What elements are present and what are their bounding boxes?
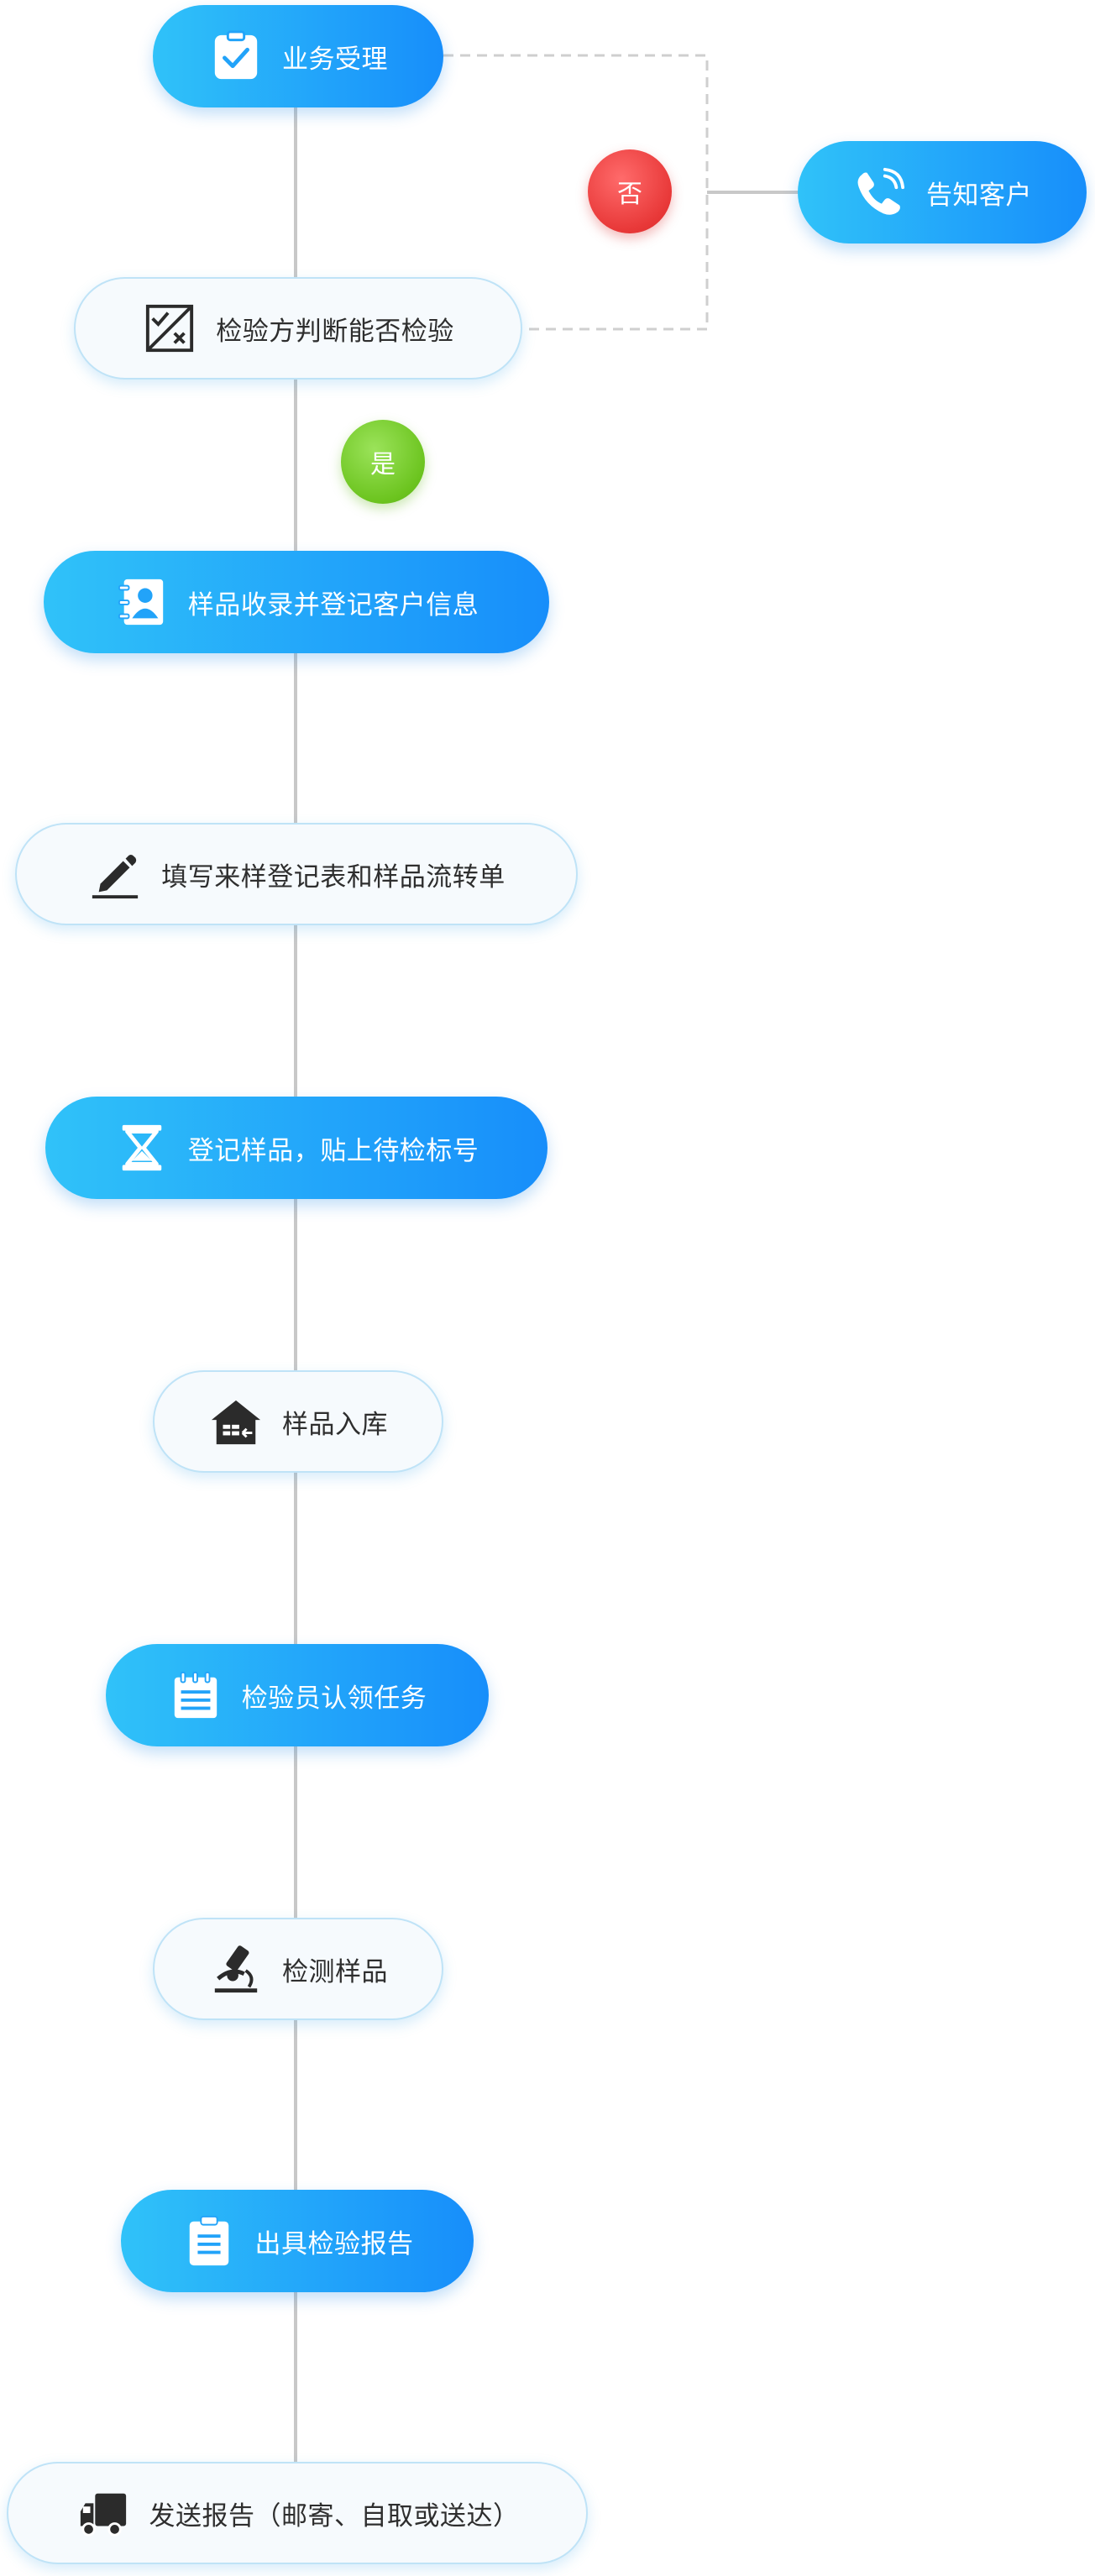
step-label: 检测样品 (282, 1956, 388, 1987)
decision-no-badge: 否 (588, 149, 672, 233)
step-fill-registration-form: 填写来样登记表和样品流转单 (15, 823, 578, 925)
step-sample-intake: 样品收录并登记客户信息 (44, 551, 549, 653)
phone-ringing-icon (852, 165, 908, 220)
step-business-acceptance: 业务受理 (153, 5, 443, 107)
warehouse-icon (208, 1394, 264, 1449)
notepad-icon (168, 1668, 223, 1723)
step-label: 业务受理 (282, 44, 388, 75)
microscope-icon (208, 1941, 264, 1997)
step-issue-report: 出具检验报告 (121, 2190, 474, 2292)
step-label: 填写来样登记表和样品流转单 (161, 861, 506, 893)
step-test-samples: 检测样品 (153, 1918, 443, 2020)
branch-notify-customer: 告知客户 (798, 141, 1087, 243)
step-label: 样品入库 (282, 1409, 388, 1440)
clipboard-check-icon (208, 29, 264, 84)
branch-label: 告知客户 (926, 180, 1032, 211)
step-label: 检验方判断能否检验 (216, 316, 454, 347)
step-sample-storage: 样品入库 (153, 1370, 443, 1473)
decision-dashed-connector (443, 54, 709, 331)
badge-label: 否 (617, 180, 642, 209)
step-label: 检验员认领任务 (241, 1683, 427, 1714)
step-label-samples: 登记样品，贴上待检标号 (45, 1097, 548, 1199)
contact-card-icon (114, 574, 170, 630)
delivery-truck-icon (76, 2485, 131, 2541)
hourglass-icon (114, 1120, 170, 1175)
step-label: 登记样品，贴上待检标号 (187, 1135, 479, 1166)
step-label: 发送报告（邮寄、自取或送达） (149, 2500, 520, 2531)
step-label: 样品收录并登记客户信息 (187, 589, 479, 620)
step-label: 出具检验报告 (254, 2228, 414, 2259)
pencil-icon (87, 846, 143, 902)
badge-label: 是 (370, 450, 396, 479)
step-inspection-feasibility: 检验方判断能否检验 (74, 277, 522, 380)
checkbox-cross-icon (142, 301, 197, 356)
decision-yes-badge: 是 (341, 420, 425, 504)
step-inspector-claims-task: 检验员认领任务 (106, 1644, 489, 1746)
report-icon (181, 2213, 237, 2269)
step-send-report: 发送报告（邮寄、自取或送达） (7, 2462, 588, 2564)
